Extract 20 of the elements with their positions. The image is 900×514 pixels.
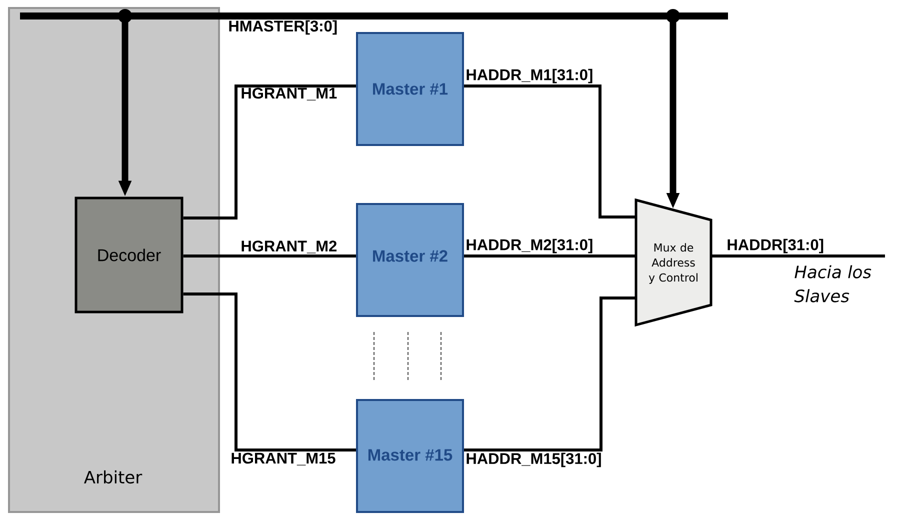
edge-label: HADDR[31:0] — [728, 238, 824, 254]
master-box: Master #15 — [356, 399, 464, 513]
destination-note: Hacia los Slaves — [794, 265, 872, 302]
master-box: Master #1 — [356, 32, 464, 146]
master-box: Master #2 — [356, 203, 464, 317]
edge-label: HGRANT_M1 — [242, 88, 337, 100]
edge-label: HADDR_M15[31:0] — [466, 452, 601, 468]
edge-label: HADDR_M2[31:0] — [466, 238, 592, 254]
decoder-box: Decoder — [74, 196, 184, 314]
signal-line — [464, 296, 636, 452]
edge-label: HGRANT_M15 — [232, 452, 336, 466]
signal-line — [183, 254, 356, 258]
edge-label: HADDR_M1[31:0] — [466, 68, 592, 84]
edge-label: HGRANT_M2 — [242, 240, 337, 254]
signal-line — [183, 292, 356, 452]
signal-line — [464, 254, 636, 258]
signal-line — [711, 254, 885, 258]
bus-label: HMASTER[3:0] — [229, 20, 337, 35]
signal-line — [464, 84, 636, 218]
signal-line — [183, 84, 356, 220]
